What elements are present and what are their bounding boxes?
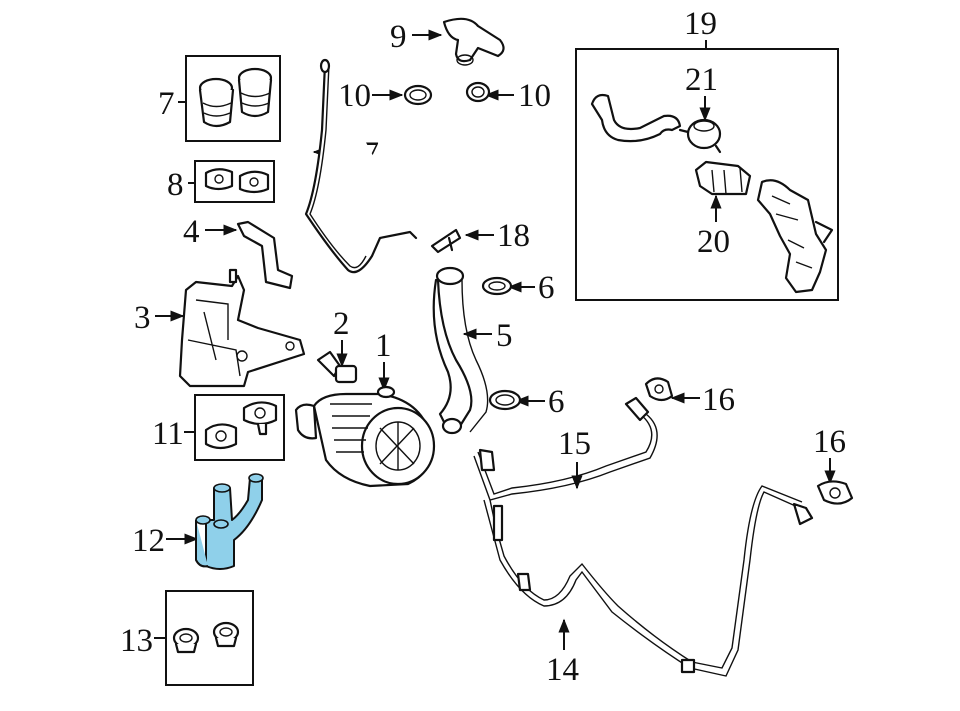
callout-4: 4 [183, 214, 200, 250]
callout-19: 19 [684, 6, 717, 42]
callout-8: 8 [167, 167, 184, 203]
callout-18: 18 [497, 218, 530, 254]
part-13-clamps [172, 621, 240, 654]
box-part-11 [194, 394, 285, 461]
part-3-bracket [178, 268, 306, 388]
box-part-7 [185, 55, 281, 142]
part-19-assembly [590, 93, 834, 294]
part-14-15-pipes [473, 396, 814, 677]
callout-16a: 16 [702, 382, 735, 418]
part-17-tube [304, 58, 418, 274]
callout-10b: 10 [518, 78, 551, 114]
part-1-pump [294, 385, 436, 488]
part-8-gaskets [204, 168, 270, 194]
callout-6a: 6 [538, 270, 555, 306]
part-16-gaskets [644, 377, 854, 505]
callout-21: 21 [685, 62, 718, 98]
callout-20: 20 [697, 224, 730, 260]
box-part-8 [194, 160, 275, 203]
part-2-sensor [316, 350, 358, 384]
part-11-gaskets [204, 401, 278, 450]
callout-13: 13 [120, 623, 153, 659]
part-7-grommets [198, 67, 273, 128]
callout-9: 9 [390, 19, 407, 55]
callout-1: 1 [375, 328, 392, 364]
callout-2: 2 [333, 306, 350, 342]
callout-3: 3 [134, 300, 151, 336]
callout-15: 15 [558, 426, 591, 462]
callout-14: 14 [546, 652, 579, 688]
callout-5: 5 [496, 318, 513, 354]
part-4-bracket [236, 220, 294, 290]
callout-12: 12 [132, 523, 165, 559]
callout-7: 7 [158, 86, 175, 122]
box-part-13 [165, 590, 254, 686]
callout-16b: 16 [813, 424, 846, 460]
callout-11: 11 [152, 416, 184, 452]
box-part-19 [575, 48, 839, 301]
part-6-clamps [481, 276, 522, 411]
part-10-clamps [403, 81, 491, 106]
part-12-y-hose [195, 473, 264, 570]
part-9-hose [442, 17, 505, 66]
part-18-fitting [430, 228, 462, 254]
part-5-hose [432, 266, 489, 435]
leader-arrows [154, 29, 836, 650]
callout-6b: 6 [548, 384, 565, 420]
